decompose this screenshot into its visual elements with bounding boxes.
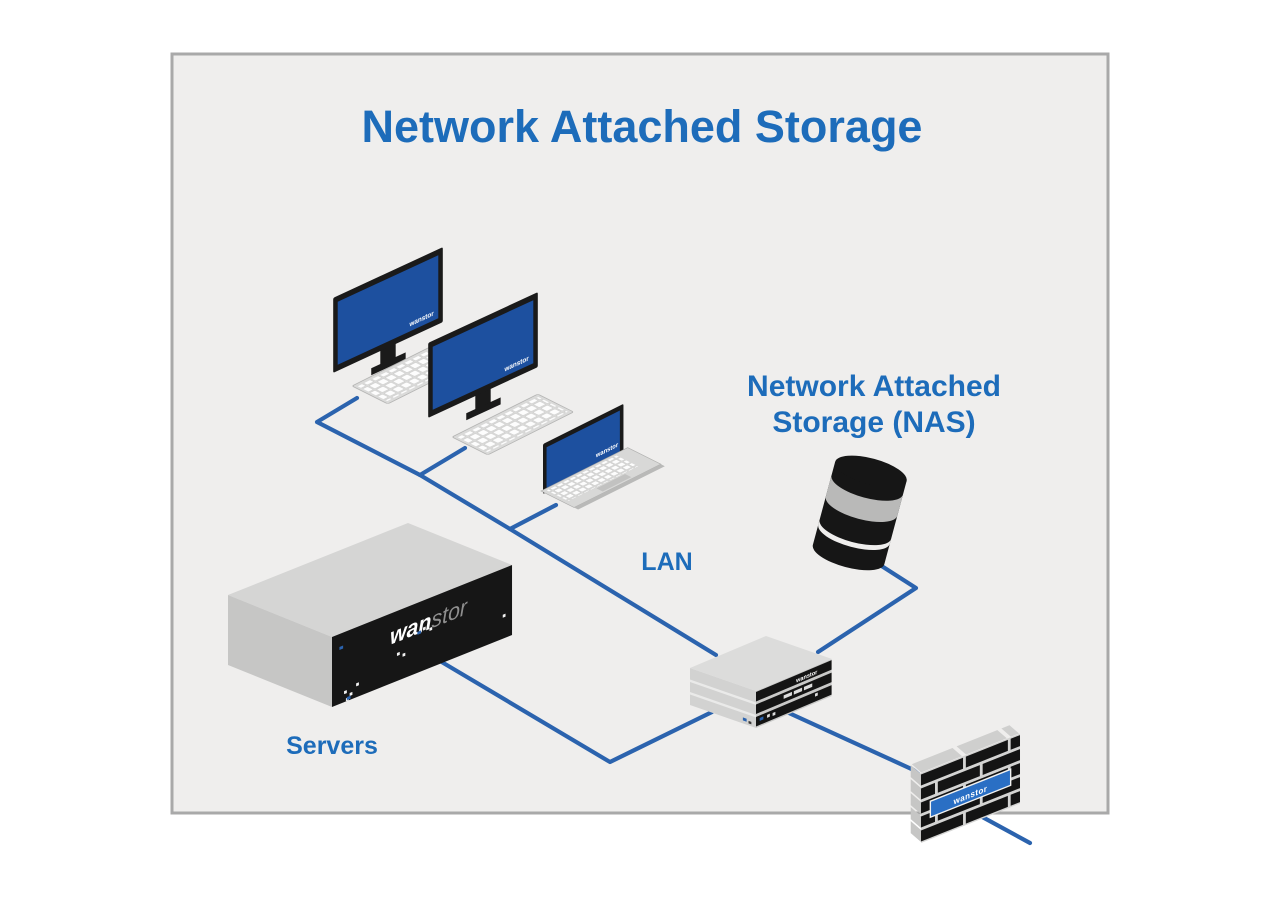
switch-left-panel [690, 668, 757, 729]
switch-strip-3 [756, 685, 832, 727]
server-left-face [228, 595, 332, 707]
server-chassis-icon: wanstor [332, 565, 513, 707]
laptop-keys [546, 455, 638, 502]
laptop-front-edge [574, 464, 665, 510]
nas-gray-band [825, 475, 903, 522]
laptop-screen-icon: wanstor [543, 404, 624, 494]
workstation-2: wanstor [428, 292, 574, 455]
monitor-stand-base [371, 352, 406, 376]
lan-label: LAN [641, 548, 692, 576]
desktop-monitor-icon: wanstor [333, 247, 443, 376]
switch-top-face [690, 636, 832, 691]
firewall-top-caps [909, 724, 1022, 774]
workstation2-drop-line [417, 445, 468, 478]
switch-left-face [690, 668, 757, 729]
monitor-stand-base [466, 397, 501, 421]
switch-blue-led [759, 716, 764, 721]
switch-left-port [748, 720, 752, 725]
server-blue-leds [339, 630, 422, 701]
server-link-line [437, 658, 715, 765]
nas-cylinder-icon [812, 455, 907, 571]
switch-left-led [742, 717, 747, 722]
switch-ports [767, 683, 818, 718]
keyboard-keys [457, 396, 568, 452]
laptop-trackpad [596, 474, 632, 492]
laptop-drop-line [507, 502, 559, 532]
nas-gap-band [818, 519, 892, 550]
nas-label-line2: Storage (NAS) [772, 406, 975, 439]
servers: wanstor [228, 523, 513, 707]
firewall-left-caps [910, 765, 921, 842]
nas-label-line1: Network Attached [747, 370, 1001, 403]
page-title: Network Attached Storage [362, 101, 923, 152]
keyboard-icon [452, 394, 574, 455]
firewall-brick-wall-icon: wanstor [909, 724, 1022, 843]
network-switch-icon: wanstor [756, 659, 832, 728]
switch-left-gap1 [690, 679, 757, 706]
wan-link-line [775, 705, 921, 775]
servers-label: Servers [286, 732, 378, 760]
wan-exit-line [972, 810, 1033, 846]
server-front-face [332, 565, 513, 707]
switch: wanstor [690, 636, 832, 729]
server-top-face [228, 523, 512, 637]
monitor-screen [432, 300, 534, 410]
laptop-deck-icon [540, 447, 665, 510]
laptop-screen [546, 410, 620, 489]
laptop: wanstor [540, 404, 665, 510]
monitor-screen [337, 255, 439, 365]
switch-strip-1 [756, 660, 832, 702]
desktop-monitor-icon: wanstor [428, 292, 538, 421]
firewall-banner [929, 768, 1012, 819]
switch-left-gap2 [690, 692, 757, 718]
nas-top-face [834, 455, 907, 488]
